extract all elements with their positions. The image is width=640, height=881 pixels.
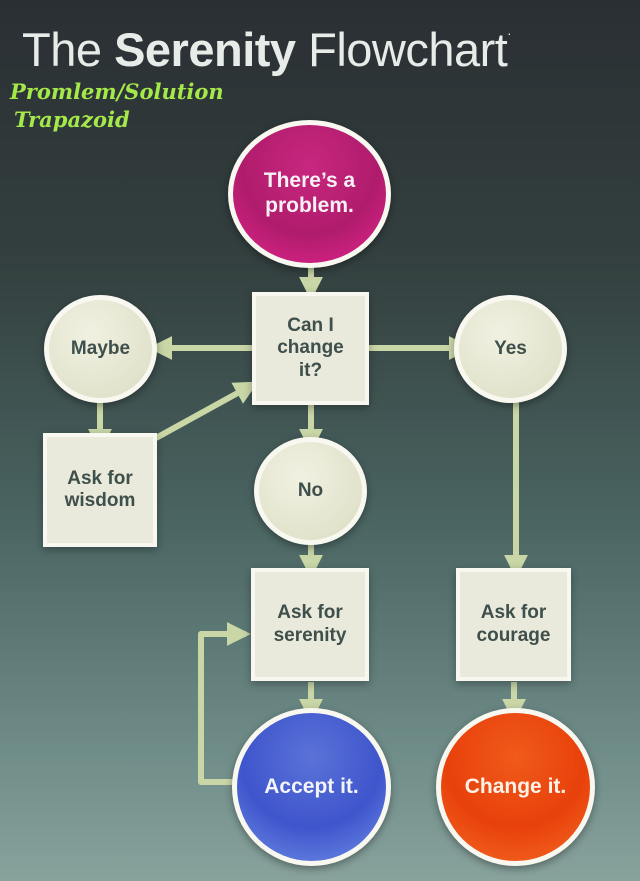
node-problem: There’s a problem. [228,120,391,268]
title-flowchart: Flowchart [308,23,508,76]
node-ask-wisdom: Ask for wisdom [43,433,157,547]
node-ask-serenity: Ask for serenity [251,568,369,681]
node-can-change: Can I change it? [252,292,369,405]
title-mark: . [507,22,511,38]
node-no: No [254,437,367,545]
caption-line-2: Trapazoid [14,107,130,132]
node-yes: Yes [454,295,567,403]
node-change: Change it. [436,708,595,866]
title-serenity: Serenity [114,23,296,76]
node-ask-courage: Ask for courage [456,568,571,681]
title-the: The [22,23,102,76]
arrow-wisdom-to-can-change [154,381,259,441]
caption-line-1: Promlem/Solution [10,79,224,104]
node-maybe: Maybe [44,295,157,403]
page-title: The Serenity Flowchart. [22,22,511,77]
overlay-caption: Promlem/Solution Trapazoid [10,78,224,134]
arrow-accept-loop-to-serenity [198,622,251,785]
node-accept: Accept it. [232,708,391,866]
